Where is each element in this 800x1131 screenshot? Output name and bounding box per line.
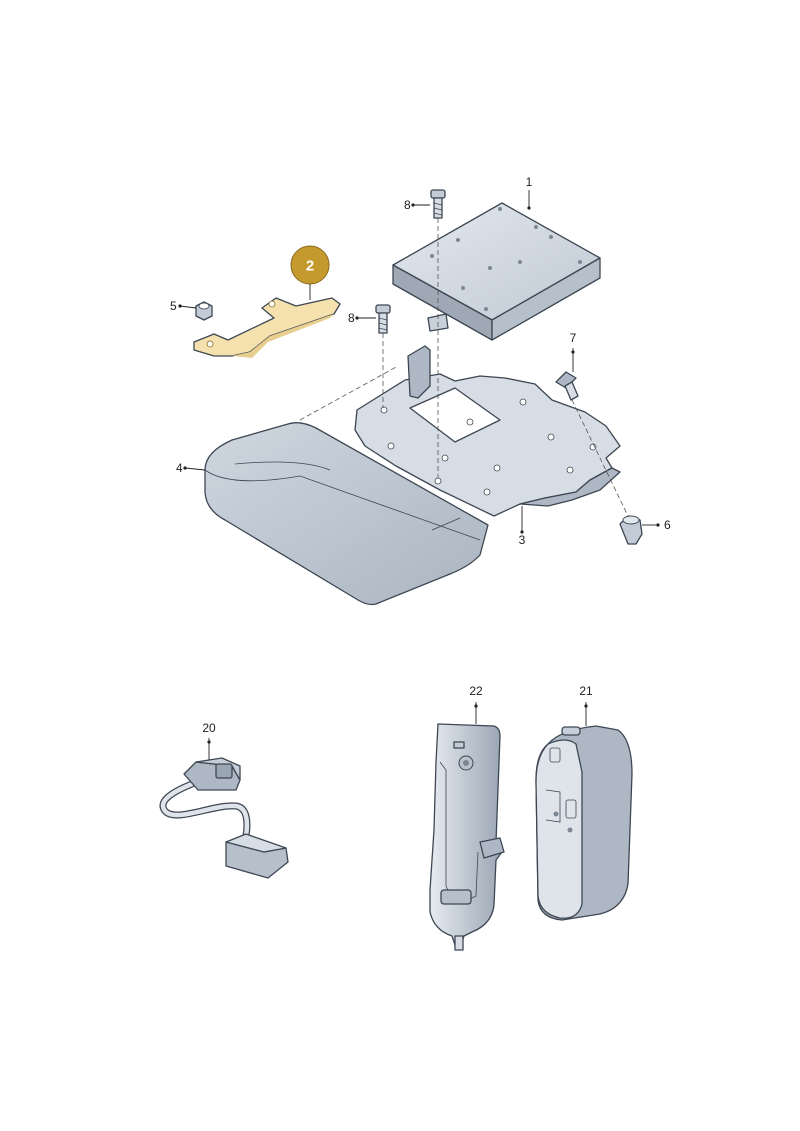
part-2-bracket[interactable] xyxy=(193,297,341,358)
part-3-base-plate[interactable] xyxy=(354,345,621,517)
svg-text:22: 22 xyxy=(469,684,483,698)
assembly-lines xyxy=(299,218,629,517)
callout-7: 7 xyxy=(570,331,577,372)
part-4-cover[interactable] xyxy=(204,422,489,606)
part-1-control-unit[interactable] xyxy=(392,202,601,341)
part-22-phone-cradle[interactable] xyxy=(429,723,505,951)
callout-6: 6 xyxy=(642,518,671,532)
callout-22: 22 xyxy=(469,684,483,724)
callout-8-top: 8 xyxy=(404,198,430,212)
callout-1: 1 xyxy=(526,175,533,210)
svg-text:20: 20 xyxy=(202,721,216,735)
callout-3: 3 xyxy=(519,506,526,547)
part-6-clip[interactable] xyxy=(619,515,643,545)
svg-text:21: 21 xyxy=(579,684,593,698)
callout-20: 20 xyxy=(202,721,216,760)
svg-text:8: 8 xyxy=(404,198,411,212)
svg-text:1: 1 xyxy=(526,175,533,189)
svg-text:6: 6 xyxy=(664,518,671,532)
callout-8-mid: 8 xyxy=(348,311,376,325)
svg-text:3: 3 xyxy=(519,533,526,547)
callout-4: 4 xyxy=(176,461,206,475)
part-7-screw[interactable] xyxy=(555,371,579,401)
svg-text:2: 2 xyxy=(306,258,314,275)
callout-21: 21 xyxy=(579,684,593,726)
part-21-phone-shell[interactable] xyxy=(535,725,633,921)
part-8-bolt-b[interactable] xyxy=(375,304,391,334)
part-2-highlight-badge[interactable]: 2 xyxy=(290,245,330,300)
part-8-bolt-a[interactable] xyxy=(430,189,446,219)
svg-text:7: 7 xyxy=(570,331,577,345)
callout-5: 5 xyxy=(170,299,197,313)
part-5-nut[interactable] xyxy=(195,301,213,321)
svg-text:4: 4 xyxy=(176,461,183,475)
svg-text:8: 8 xyxy=(348,311,355,325)
part-20-cable[interactable] xyxy=(159,757,289,879)
svg-text:5: 5 xyxy=(170,299,177,313)
